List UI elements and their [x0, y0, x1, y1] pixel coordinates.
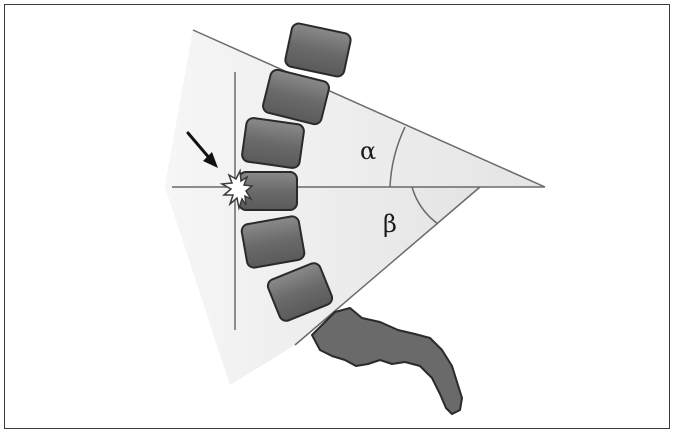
upper-wedge	[165, 30, 545, 187]
vertebra	[284, 22, 352, 78]
vertebra	[241, 215, 306, 268]
vertebra	[241, 117, 305, 169]
alpha-label: α	[360, 137, 376, 165]
sacrum-shape	[312, 308, 462, 414]
vertebra	[239, 172, 297, 210]
beta-label: β	[383, 210, 397, 238]
